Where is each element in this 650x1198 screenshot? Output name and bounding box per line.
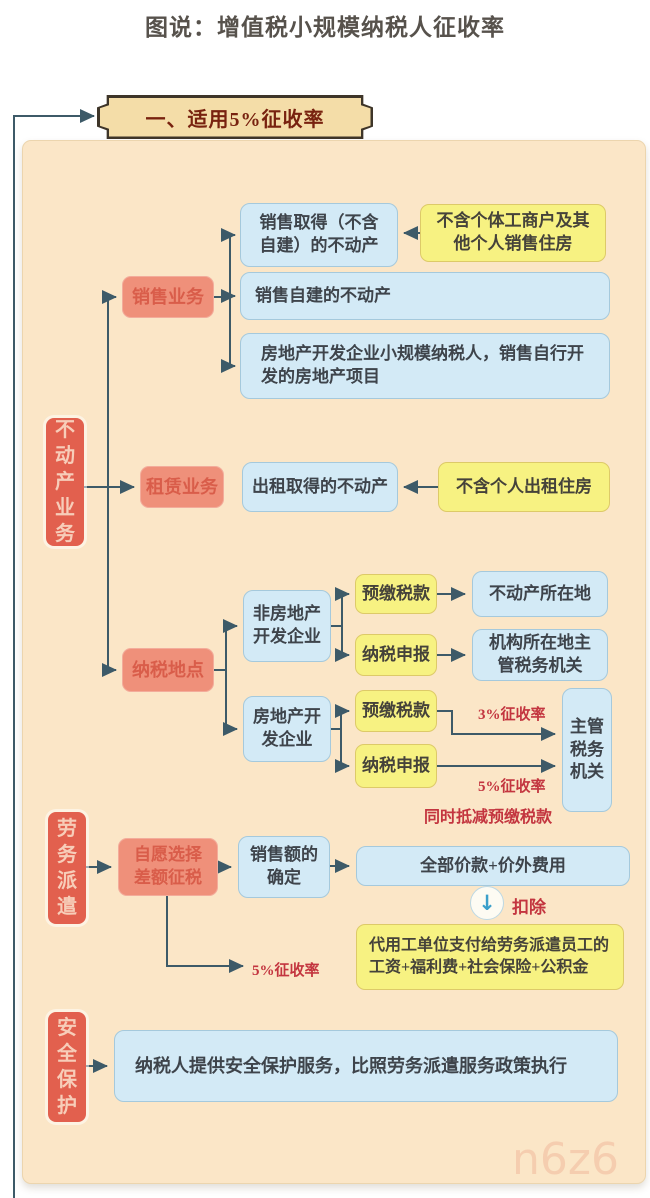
- node-leasing-business: 租赁业务: [140, 466, 224, 508]
- label-labor-rate-5pct: 5%征收率: [252, 963, 320, 979]
- section-banner: 一、适用5%征收率: [97, 95, 373, 139]
- watermark: n6z6: [512, 1134, 619, 1185]
- node-deductible-items: 代用工单位支付给劳务派遣员工的工资+福利费+社会保险+公积金: [356, 924, 624, 990]
- node-nondev-tax-declaration: 纳税申报: [355, 634, 437, 676]
- node-sales-business: 销售业务: [122, 276, 214, 318]
- section-banner-label: 一、适用5%征收率: [99, 97, 371, 137]
- node-tax-place: 纳税地点: [122, 648, 214, 692]
- down-arrow-glyph: ↓: [478, 891, 496, 915]
- node-competent-tax-authority: 主管税务机关: [562, 688, 612, 812]
- node-nondev-prepay-tax: 预缴税款: [355, 574, 437, 614]
- node-dev-prepay-tax: 预缴税款: [355, 690, 437, 732]
- node-sale-acquired-property: 销售取得（不含自建）的不动产: [240, 203, 398, 267]
- node-non-developer: 非房地产开发企业: [243, 590, 331, 662]
- note-excluding-individual-housing-rent: 不含个人出租住房: [438, 462, 610, 512]
- node-developer-small-taxpayer: 房地产开发企业小规模纳税人，销售自行开发的房地产项目: [240, 333, 610, 399]
- page-title: 图说：增值税小规模纳税人征收率: [145, 15, 505, 40]
- label-prepay-rate-3pct: 3%征收率: [478, 707, 546, 723]
- node-institution-location-authority: 机构所在地主管税务机关: [472, 629, 608, 681]
- node-voluntary-differential-taxation: 自愿选择差额征税: [118, 838, 218, 896]
- label-deduct: 扣除: [512, 898, 546, 917]
- node-sales-amount-determination: 销售额的确定: [238, 836, 330, 898]
- node-real-estate-root: 不动产业务: [46, 418, 84, 546]
- node-leased-property: 出租取得的不动产: [242, 462, 398, 512]
- node-security-protection-root: 安全保护: [48, 1012, 86, 1122]
- deduct-down-arrow-icon: ↓: [470, 886, 504, 920]
- node-dev-tax-declaration: 纳税申报: [355, 744, 437, 788]
- node-property-location: 不动产所在地: [472, 571, 608, 617]
- note-excluding-individual-housing-sale: 不含个体工商户及其他个人销售住房: [420, 204, 606, 262]
- note-offset-prepaid-tax: 同时抵减预缴税款: [424, 809, 553, 826]
- node-sale-self-built-property: 销售自建的不动产: [240, 272, 610, 320]
- node-total-price-plus-extra-fees: 全部价款+价外费用: [356, 846, 630, 886]
- label-declare-rate-5pct: 5%征收率: [478, 779, 546, 795]
- node-security-policy: 纳税人提供安全保护服务，比照劳务派遣服务政策执行: [114, 1030, 618, 1102]
- node-developer: 房地产开发企业: [243, 696, 331, 762]
- node-labor-dispatch-root: 劳务派遣: [48, 812, 86, 924]
